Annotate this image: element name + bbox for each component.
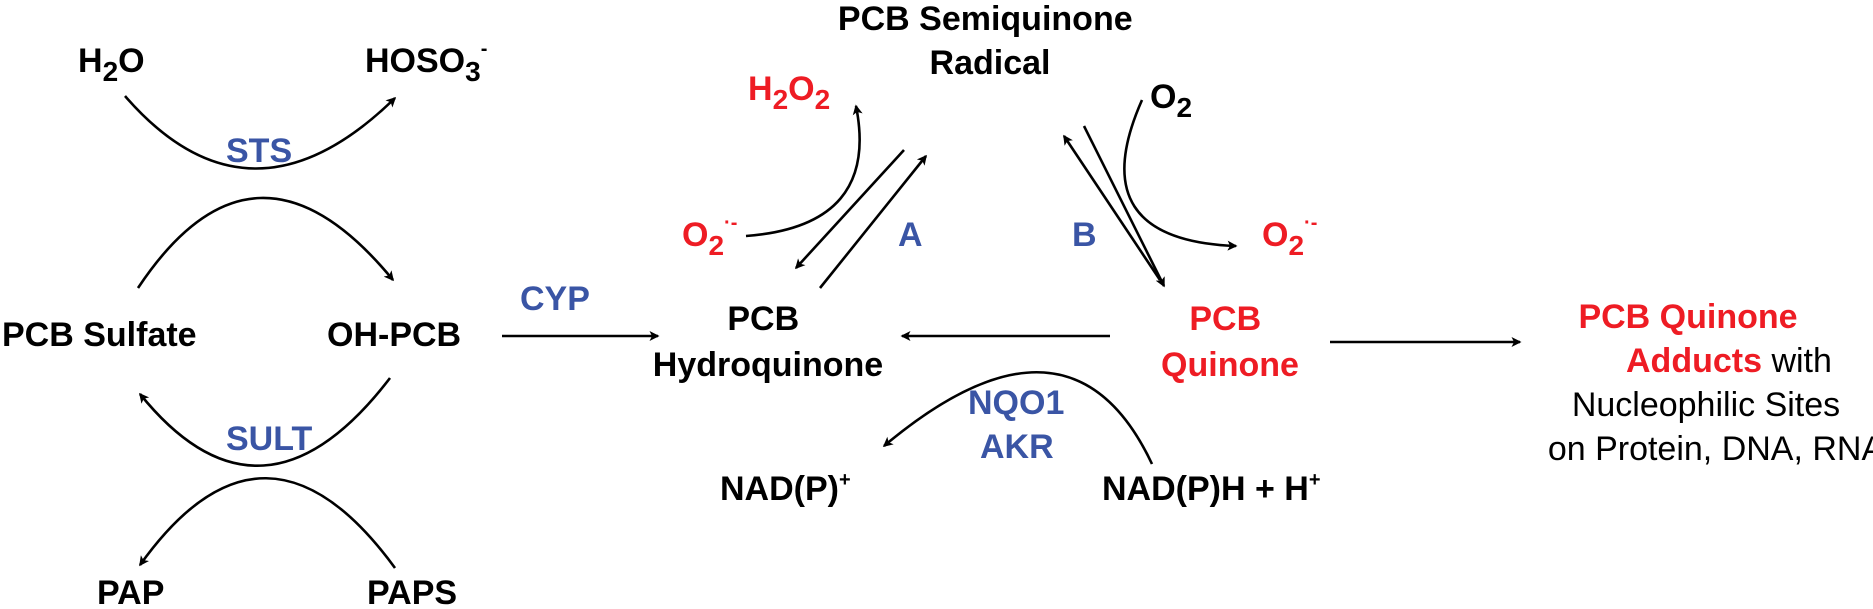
pcb-hydroquinone-label: PCB Hydroquinone: [653, 300, 883, 384]
o2-label: O2: [1150, 78, 1192, 123]
adducts-line2: Adducts with: [1626, 342, 1832, 380]
sulfation-cycle: H2O HOSO3- STS PCB Sulfate OH-PCB SULT P…: [2, 38, 487, 609]
paps-to-pap-arrow: [138, 476, 397, 569]
cyp-label: CYP: [520, 280, 590, 318]
pcb-sulfate-label: PCB Sulfate: [2, 316, 197, 354]
step-b-o2-arc-arrow: [1123, 99, 1238, 251]
sulfate-to-ohpcb-arrow: [136, 196, 395, 289]
adducts-line3: Nucleophilic Sites: [1572, 386, 1840, 424]
adducts-line4: on Protein, DNA, RNA: [1548, 430, 1873, 468]
step-b-forward-arrow: [1082, 125, 1166, 288]
h2o2-label: H2O2: [748, 70, 830, 115]
semiquinone-label: PCB Semiquinone Radical: [838, 0, 1142, 82]
sts-label: STS: [226, 132, 292, 170]
cyp-step: CYP: [502, 280, 660, 341]
step-a-label: A: [898, 216, 923, 254]
nadph-label: NAD(P)H + H+: [1102, 469, 1321, 508]
sult-label: SULT: [226, 420, 312, 458]
nadph-arc-arrow: [882, 371, 1154, 465]
paps-label: PAPS: [367, 574, 457, 609]
superoxide-right-label: O2·-: [1262, 212, 1317, 261]
oh-pcb-label: OH-PCB: [327, 316, 461, 354]
redox-cycle: PCB Hydroquinone PCB Semiquinone Radical…: [653, 0, 1321, 508]
pap-label: PAP: [97, 574, 164, 609]
step-a-reverse-arrow: [794, 149, 905, 270]
step-b-label: B: [1072, 216, 1097, 254]
h2o-label: H2O: [78, 42, 145, 87]
adducts-line1: PCB Quinone: [1578, 298, 1797, 336]
superoxide-left-label: O2·-: [682, 212, 737, 261]
nqo1-label: NQO1: [968, 384, 1064, 422]
akr-label: AKR: [980, 428, 1054, 466]
nadp-plus-label: NAD(P)+: [720, 469, 851, 508]
ohpcb-to-sulfate-arrow: [138, 377, 392, 467]
sts-arc-arrow: [124, 95, 397, 170]
hoso3-label: HOSO3-: [365, 38, 487, 87]
pcb-quinone-label: PCB Quinone: [1161, 300, 1299, 384]
step-b-reverse-arrow: [1062, 134, 1162, 281]
adduct-formation: PCB Quinone Adducts with Nucleophilic Si…: [1330, 298, 1873, 468]
step-a-forward-arrow: [818, 154, 928, 289]
step-a-o2-arc-arrow: [745, 104, 863, 238]
